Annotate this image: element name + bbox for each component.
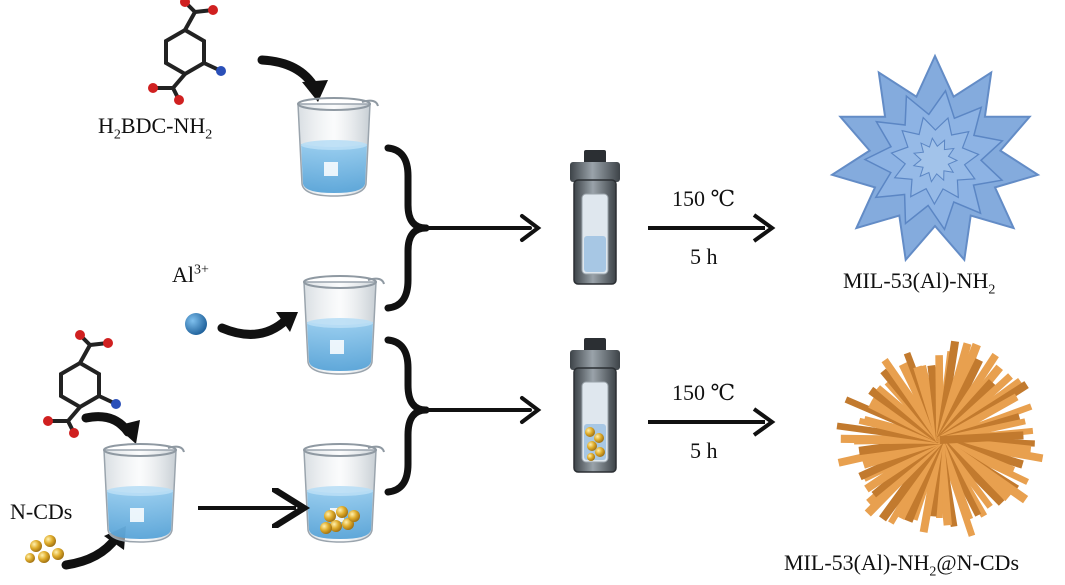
merge-bracket-bottom: [384, 336, 542, 496]
label-temperature-bottom: 150 ℃: [672, 380, 736, 405]
autoclave-reactor-bottom: [570, 338, 620, 473]
merge-bracket-top: [384, 144, 542, 312]
label-al-ion: Al3+: [172, 262, 209, 287]
beaker-linker-ncds: [103, 443, 185, 543]
beaker-al-ion: [303, 275, 385, 375]
autoclave-reactor-top: [570, 150, 620, 285]
h2bdc-nh2-molecule-bottom: [43, 330, 121, 438]
mil-53-star-crystal: [829, 53, 1041, 263]
label-n-cds: N-CDs: [10, 499, 73, 524]
al-ion-sphere: [185, 313, 207, 335]
curved-arrow-molecule-to-beaker-top: [257, 55, 328, 102]
curved-arrow-molecule-to-beaker-bottom: [81, 412, 140, 444]
label-temperature-top: 150 ℃: [672, 186, 736, 211]
label-h2bdc-nh2: H2BDC-NH2: [98, 113, 213, 143]
beaker-mixed-ncds: [303, 443, 385, 543]
label-product-mil-53-nh2: MIL-53(Al)-NH2: [843, 268, 996, 298]
beaker-linker-top: [297, 97, 379, 197]
n-cds-dots: [25, 535, 64, 563]
mil-53-ncds-rod-cluster: [836, 340, 1044, 537]
curved-arrow-al-to-beaker: [217, 312, 298, 339]
reaction-arrow-top: [648, 213, 776, 243]
label-time-top: 5 h: [690, 244, 718, 269]
reaction-arrow-bottom: [648, 407, 776, 437]
label-time-bottom: 5 h: [690, 438, 718, 463]
h2bdc-nh2-molecule-top: [148, 0, 226, 105]
label-product-mil-53-nh2-ncds: MIL-53(Al)-NH2@N-CDs: [784, 550, 1020, 580]
